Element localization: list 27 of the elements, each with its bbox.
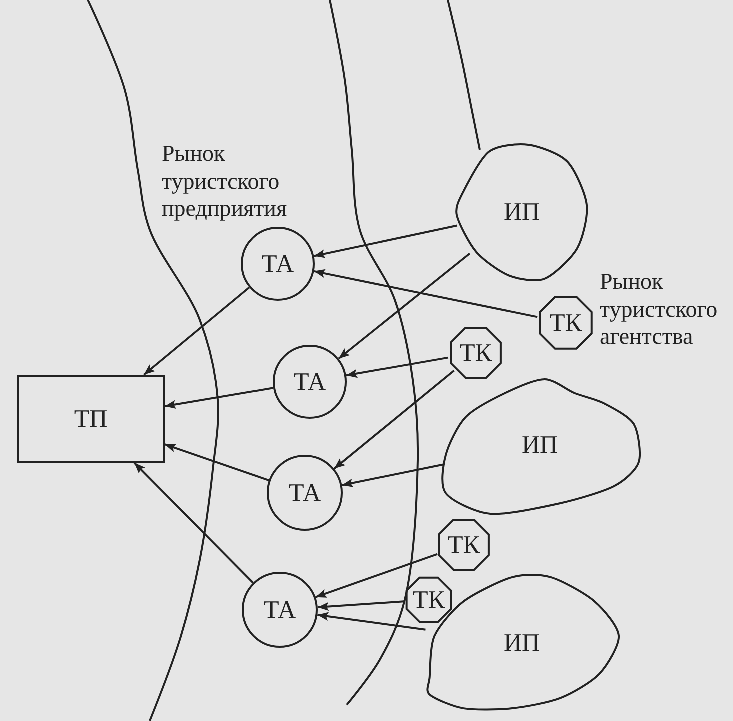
arrow [143,286,250,376]
node-label: ТА [264,598,296,622]
node-label: ТК [413,588,445,612]
arrow [164,444,270,482]
node-label: ТА [262,252,294,276]
arrow [318,600,404,612]
node-label: ТК [448,532,480,558]
arrow [342,464,444,488]
node-label: ИП [522,432,558,458]
arrow [314,224,458,258]
arrow [314,269,538,318]
node-label: ТК [460,340,492,366]
arrow [334,370,455,470]
node-label: ИП [504,200,540,224]
arrow [164,387,274,409]
node-label: ТП [74,406,108,432]
node-label: ТК [550,310,582,336]
arrow [134,462,254,584]
arrow [338,252,471,360]
arrow [318,612,426,631]
node-label: ТА [294,370,326,394]
arrow [346,356,449,378]
market-label: Рынок туристского агентства [600,268,719,351]
market-label: Рынок туристского предприятия [162,140,288,223]
node-label: ТА [288,480,322,506]
arrow [316,553,438,598]
node-label: ИП [504,630,540,656]
